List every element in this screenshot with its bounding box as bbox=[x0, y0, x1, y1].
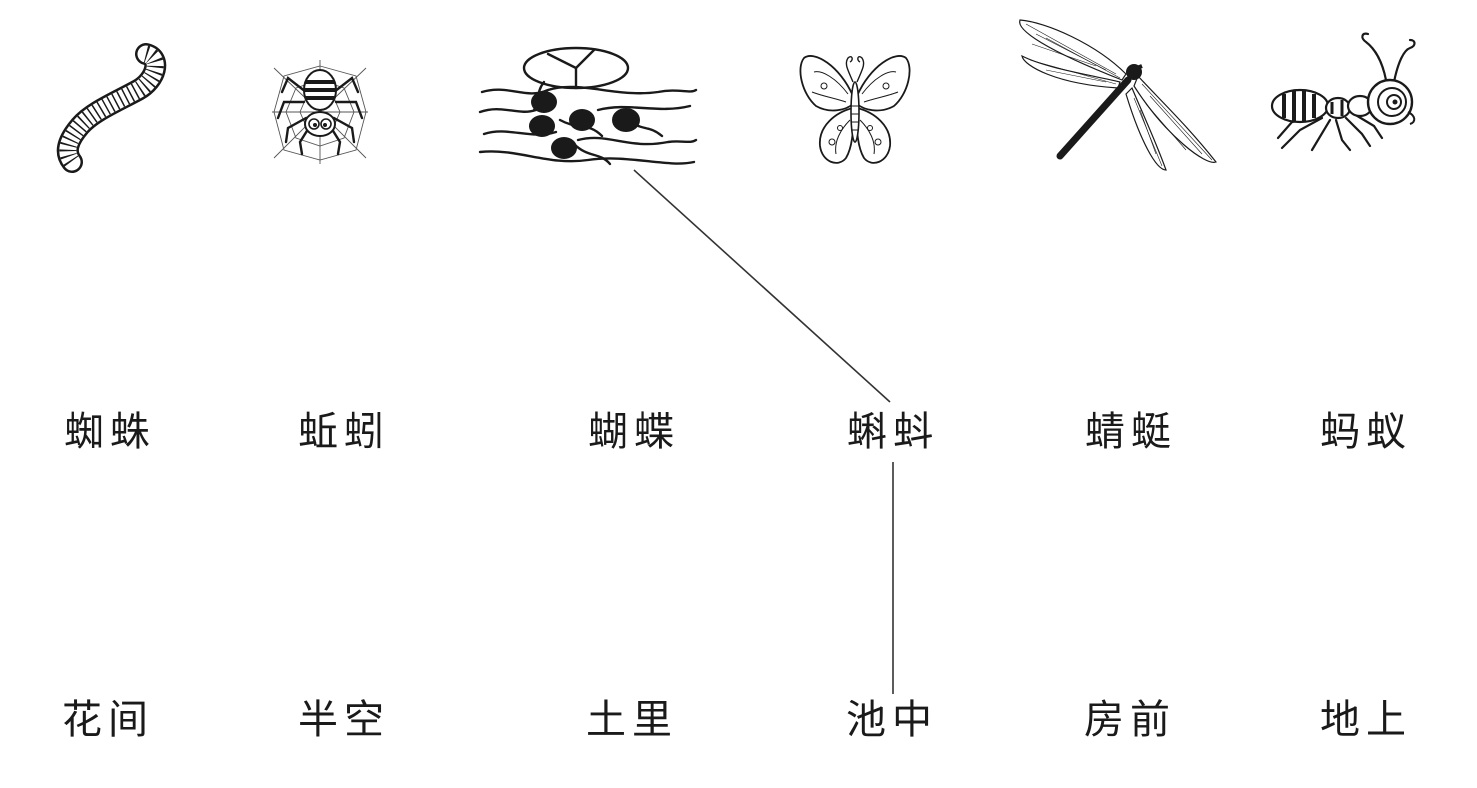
habitat-ground[interactable]: 地上 bbox=[1320, 697, 1412, 743]
name-tadpole[interactable]: 蝌蚪 bbox=[847, 409, 939, 455]
butterfly-icon[interactable] bbox=[796, 46, 914, 170]
habitat-pond[interactable]: 池中 bbox=[846, 697, 938, 743]
dragonfly-icon[interactable] bbox=[1016, 14, 1220, 172]
habitat-flowers[interactable]: 花间 bbox=[62, 697, 154, 743]
name-dragonfly[interactable]: 蜻蜓 bbox=[1085, 409, 1177, 455]
earthworm-icon[interactable] bbox=[50, 40, 170, 173]
name-earthworm[interactable]: 蚯蚓 bbox=[298, 409, 390, 455]
habitat-soil[interactable]: 土里 bbox=[586, 697, 678, 743]
name-spider[interactable]: 蜘蛛 bbox=[64, 409, 156, 455]
habitat-front-of-house[interactable]: 房前 bbox=[1084, 697, 1176, 743]
name-butterfly[interactable]: 蝴蝶 bbox=[588, 409, 680, 455]
ant-icon[interactable] bbox=[1270, 28, 1420, 156]
name-ant[interactable]: 蚂蚁 bbox=[1320, 409, 1412, 455]
habitat-midair[interactable]: 半空 bbox=[298, 697, 390, 743]
tadpoles-icon[interactable] bbox=[478, 40, 700, 172]
line-tadpoles-to-name bbox=[633, 169, 891, 403]
spider-icon[interactable] bbox=[272, 58, 368, 166]
